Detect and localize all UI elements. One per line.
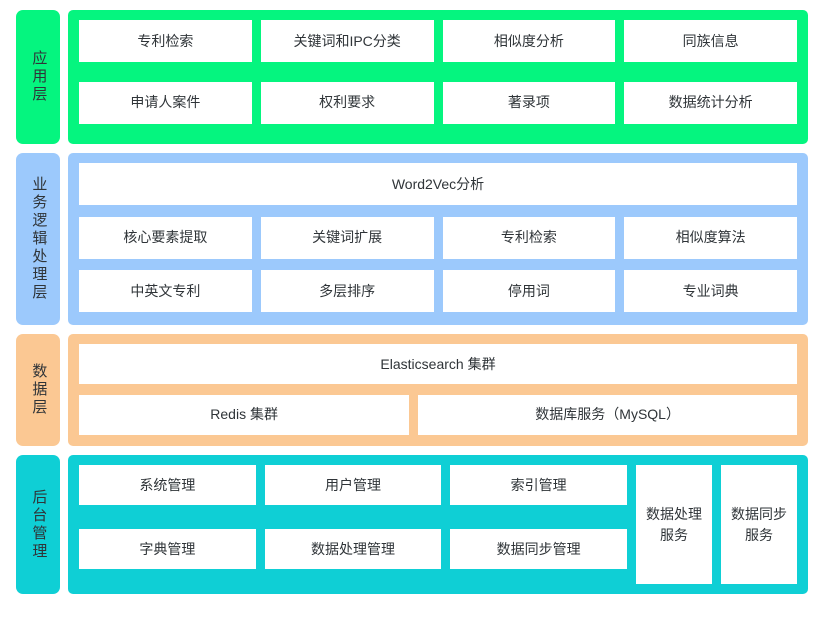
card-elasticsearch-cluster[interactable]: Elasticsearch 集群 bbox=[79, 344, 797, 384]
layer-body-application: 专利检索 关键词和IPC分类 相似度分析 同族信息 申请人案件 权利要求 著录项… bbox=[68, 10, 808, 144]
card-patent-search[interactable]: 专利检索 bbox=[79, 20, 252, 62]
card-data-sync-management[interactable]: 数据同步管理 bbox=[450, 529, 628, 569]
layer-data: 数据层 Elasticsearch 集群 Redis 集群 数据库服务（MySQ… bbox=[16, 334, 808, 446]
card-patent-search-business[interactable]: 专利检索 bbox=[442, 216, 616, 259]
card-data-processing-service[interactable]: 数据处理服务 bbox=[636, 465, 712, 584]
layer-application: 应用层 专利检索 关键词和IPC分类 相似度分析 同族信息 申请人案件 权利要求… bbox=[16, 10, 808, 144]
layer-label-business-logic-text: 业务逻辑处理层 bbox=[30, 176, 48, 302]
card-keyword-ipc-classification[interactable]: 关键词和IPC分类 bbox=[260, 20, 434, 62]
card-similarity-algorithm[interactable]: 相似度算法 bbox=[624, 216, 797, 259]
layer-label-application-text: 应用层 bbox=[30, 50, 48, 104]
layer-business-row-2: 中英文专利 多层排序 停用词 专业词典 bbox=[79, 270, 797, 315]
card-dictionary-management[interactable]: 字典管理 bbox=[79, 529, 256, 569]
card-bibliographic-item[interactable]: 著录项 bbox=[442, 81, 616, 124]
layer-label-business-logic: 业务逻辑处理层 bbox=[16, 153, 60, 325]
layer-admin-row-1: 系统管理 用户管理 索引管理 bbox=[79, 465, 628, 520]
card-stop-words[interactable]: 停用词 bbox=[442, 270, 616, 313]
card-core-element-extraction[interactable]: 核心要素提取 bbox=[79, 216, 252, 259]
card-similarity-analysis[interactable]: 相似度分析 bbox=[442, 20, 616, 62]
card-keyword-expansion[interactable]: 关键词扩展 bbox=[260, 216, 434, 259]
layer-data-banner-row: Elasticsearch 集群 bbox=[79, 344, 797, 386]
card-multi-layer-ranking[interactable]: 多层排序 bbox=[260, 270, 434, 313]
card-data-statistics-analysis[interactable]: 数据统计分析 bbox=[624, 81, 797, 124]
layer-business-row-1: 核心要素提取 关键词扩展 专利检索 相似度算法 bbox=[79, 216, 797, 262]
layer-business-banner-row: Word2Vec分析 bbox=[79, 163, 797, 208]
card-data-sync-service[interactable]: 数据同步服务 bbox=[721, 465, 797, 584]
card-user-management[interactable]: 用户管理 bbox=[264, 465, 442, 505]
layer-admin-grid: 系统管理 用户管理 索引管理 字典管理 数据处理管理 数据同步管理 数据处理服务… bbox=[79, 465, 797, 584]
card-data-processing-management[interactable]: 数据处理管理 bbox=[264, 529, 442, 569]
layer-label-application: 应用层 bbox=[16, 10, 60, 144]
layer-application-row-1: 专利检索 关键词和IPC分类 相似度分析 同族信息 bbox=[79, 20, 797, 73]
card-claims[interactable]: 权利要求 bbox=[260, 81, 434, 124]
card-word2vec-analysis[interactable]: Word2Vec分析 bbox=[79, 163, 797, 205]
card-database-service-mysql[interactable]: 数据库服务（MySQL） bbox=[418, 394, 797, 435]
layer-backend-management: 后台管理 系统管理 用户管理 索引管理 字典管理 数据处理管理 数据同步管理 数… bbox=[16, 455, 808, 594]
layer-label-backend-management-text: 后台管理 bbox=[30, 488, 48, 561]
card-professional-dictionary[interactable]: 专业词典 bbox=[624, 270, 797, 313]
layer-label-data: 数据层 bbox=[16, 334, 60, 446]
layer-body-backend-management: 系统管理 用户管理 索引管理 字典管理 数据处理管理 数据同步管理 数据处理服务… bbox=[68, 455, 808, 594]
layer-admin-row-2: 字典管理 数据处理管理 数据同步管理 bbox=[79, 529, 628, 584]
card-chinese-english-patent[interactable]: 中英文专利 bbox=[79, 270, 252, 313]
layer-business-logic: 业务逻辑处理层 Word2Vec分析 核心要素提取 关键词扩展 专利检索 相似度… bbox=[16, 153, 808, 325]
card-system-management[interactable]: 系统管理 bbox=[79, 465, 256, 505]
layer-body-business-logic: Word2Vec分析 核心要素提取 关键词扩展 专利检索 相似度算法 中英文专利… bbox=[68, 153, 808, 325]
layer-application-row-2: 申请人案件 权利要求 著录项 数据统计分析 bbox=[79, 81, 797, 135]
card-redis-cluster[interactable]: Redis 集群 bbox=[79, 394, 410, 435]
card-family-information[interactable]: 同族信息 bbox=[624, 20, 797, 62]
card-index-management[interactable]: 索引管理 bbox=[450, 465, 628, 505]
layer-admin-left-group: 系统管理 用户管理 索引管理 字典管理 数据处理管理 数据同步管理 bbox=[79, 465, 628, 584]
layer-label-backend-management: 后台管理 bbox=[16, 455, 60, 594]
layer-body-data: Elasticsearch 集群 Redis 集群 数据库服务（MySQL） bbox=[68, 334, 808, 446]
layer-data-row-2: Redis 集群 数据库服务（MySQL） bbox=[79, 394, 797, 437]
card-applicant-case[interactable]: 申请人案件 bbox=[79, 81, 252, 124]
layer-label-data-text: 数据层 bbox=[30, 363, 48, 417]
